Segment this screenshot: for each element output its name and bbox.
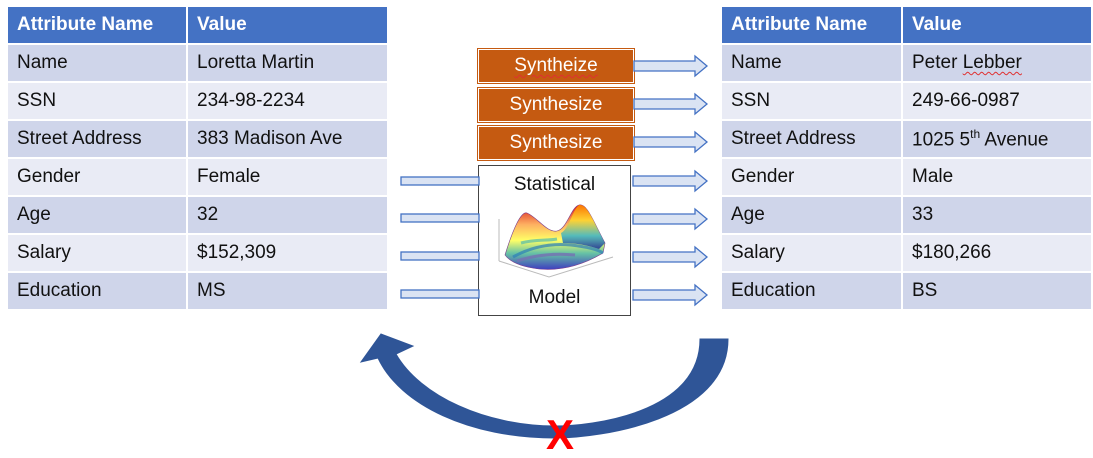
table-row: Gender Male bbox=[722, 158, 1093, 197]
attribute-value: Loretta Martin bbox=[187, 44, 389, 83]
attribute-value: 1025 5th Avenue bbox=[902, 120, 1093, 159]
synthetic-record-table: Attribute Name Value Name Peter Lebber S… bbox=[722, 7, 1093, 311]
attribute-value: $180,266 bbox=[902, 234, 1093, 273]
table-row: Education MS bbox=[8, 272, 389, 311]
table-header-row: Attribute Name Value bbox=[722, 7, 1093, 45]
table-row: Street Address 383 Madison Ave bbox=[8, 120, 389, 159]
header-attribute-name: Attribute Name bbox=[722, 7, 903, 45]
attribute-name: Salary bbox=[8, 234, 188, 273]
table-row: Name Loretta Martin bbox=[8, 44, 389, 83]
reverse-curve-arrow-icon bbox=[359, 333, 729, 439]
arrow-right-icon bbox=[633, 54, 709, 78]
misspelled-name: Lebber bbox=[962, 52, 1022, 73]
attribute-name: Street Address bbox=[722, 120, 903, 159]
attribute-name: Education bbox=[722, 272, 903, 311]
header-attribute-name: Attribute Name bbox=[8, 7, 188, 45]
model-label-bottom: Model bbox=[528, 287, 581, 308]
surface-plot-icon bbox=[498, 204, 614, 278]
attribute-name: SSN bbox=[722, 82, 903, 121]
table-row: Gender Female bbox=[8, 158, 389, 197]
attribute-name: Street Address bbox=[8, 120, 188, 159]
attribute-value: 383 Madison Ave bbox=[187, 120, 389, 159]
arrow-right-icon bbox=[632, 207, 709, 231]
attribute-value: 33 bbox=[902, 196, 1093, 235]
attribute-name: Gender bbox=[8, 158, 188, 197]
table-row: Education BS bbox=[722, 272, 1093, 311]
model-label-top: Statistical bbox=[513, 174, 596, 195]
attribute-value: $152,309 bbox=[187, 234, 389, 273]
attribute-name: Name bbox=[722, 44, 903, 83]
input-bar-icon bbox=[400, 213, 480, 223]
table-row: Name Peter Lebber bbox=[722, 44, 1093, 83]
synthesize-label: Syntheize bbox=[514, 55, 598, 76]
attribute-name: Salary bbox=[722, 234, 903, 273]
attribute-value: 234-98-2234 bbox=[187, 82, 389, 121]
statistical-model-box: Statistical Model bbox=[478, 165, 631, 316]
arrow-right-icon bbox=[632, 245, 709, 269]
table-row: Salary $180,266 bbox=[722, 234, 1093, 273]
attribute-name: Age bbox=[8, 196, 188, 235]
value-prefix: Peter bbox=[912, 52, 963, 73]
attribute-name: Education bbox=[8, 272, 188, 311]
table-header-row: Attribute Name Value bbox=[8, 7, 389, 45]
synthesize-box-name: Syntheize bbox=[477, 48, 635, 84]
input-bar-icon bbox=[400, 289, 480, 299]
original-record-table: Attribute Name Value Name Loretta Martin… bbox=[8, 7, 389, 311]
value-suffix: Avenue bbox=[980, 129, 1049, 151]
attribute-value: Male bbox=[902, 158, 1093, 197]
attribute-value: Female bbox=[187, 158, 389, 197]
header-value: Value bbox=[187, 7, 389, 45]
blocked-x-icon: X bbox=[545, 411, 574, 458]
attribute-value: 32 bbox=[187, 196, 389, 235]
table-row: Age 32 bbox=[8, 196, 389, 235]
table-row: SSN 249-66-0987 bbox=[722, 82, 1093, 121]
value-prefix: 1025 5 bbox=[912, 129, 971, 151]
attribute-value: MS bbox=[187, 272, 389, 311]
input-bar-icon bbox=[400, 251, 480, 261]
table-row: Salary $152,309 bbox=[8, 234, 389, 273]
input-bar-icon bbox=[400, 176, 480, 186]
table-row: Street Address 1025 5th Avenue bbox=[722, 120, 1093, 159]
value-superscript: th bbox=[970, 126, 981, 141]
arrow-right-icon bbox=[632, 169, 709, 193]
arrow-right-icon bbox=[633, 130, 709, 154]
attribute-name: Age bbox=[722, 196, 903, 235]
attribute-value: BS bbox=[902, 272, 1093, 311]
attribute-name: Name bbox=[8, 44, 188, 83]
table-row: SSN 234-98-2234 bbox=[8, 82, 389, 121]
arrow-right-icon bbox=[632, 283, 709, 307]
attribute-name: Gender bbox=[722, 158, 903, 197]
synthesize-box-address: Synthesize bbox=[477, 125, 635, 161]
arrow-right-icon bbox=[633, 92, 709, 116]
table-row: Age 33 bbox=[722, 196, 1093, 235]
attribute-value: 249-66-0987 bbox=[902, 82, 1093, 121]
header-value: Value bbox=[902, 7, 1093, 45]
attribute-name: SSN bbox=[8, 82, 188, 121]
attribute-value: Peter Lebber bbox=[902, 44, 1093, 83]
